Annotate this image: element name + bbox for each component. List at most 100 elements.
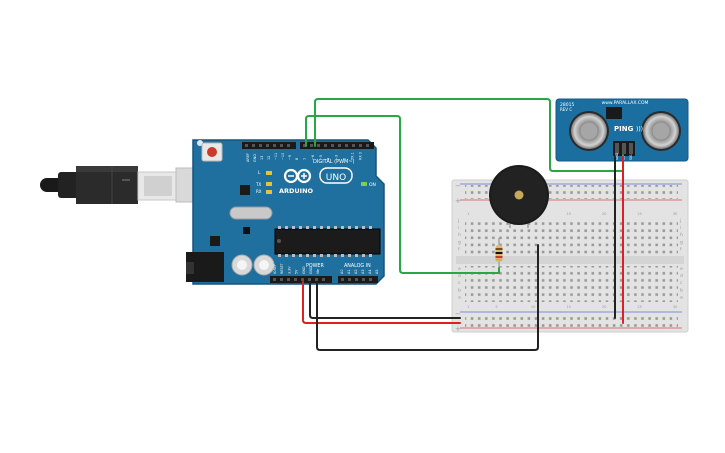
- breadboard-row-label: i: [680, 225, 681, 231]
- digital-pin-label: 7: [303, 158, 307, 160]
- sensor-pin-label: GND: [615, 152, 619, 160]
- power-pin-label: GND: [302, 266, 306, 274]
- led-rx-label: RX: [256, 189, 262, 194]
- power-pin-label: RESET: [280, 262, 284, 274]
- analog-pin-label: A3: [361, 270, 365, 274]
- digital-pin-label: ~5: [319, 155, 323, 160]
- svg-text:−: −: [455, 182, 461, 190]
- breadboard-row-label: b: [680, 287, 683, 293]
- breadboard-row-label: g: [680, 240, 683, 245]
- sensor-site-label: www.PARALLAX.COM: [602, 100, 649, 106]
- digital-pin-label: 4: [327, 158, 331, 160]
- digital-pins-label: DIGITAL (PWM~): [313, 159, 355, 165]
- breadboard-row-label: a: [458, 295, 461, 300]
- arduino-model-label: UNO: [326, 173, 346, 183]
- led-l-label: L: [258, 170, 261, 176]
- analog-pin-label: A1: [347, 270, 351, 274]
- wire-trig-signal: [314, 98, 624, 172]
- wires[interactable]: [302, 98, 624, 351]
- digital-pin-label: 13: [260, 156, 264, 160]
- breadboard-row-label: f: [680, 246, 682, 252]
- arduino-logo: [283, 168, 312, 184]
- sensor-rev-label: REV C: [560, 107, 572, 112]
- digital-pin-label: ~3: [335, 155, 339, 160]
- breadboard-row-label: b: [458, 287, 461, 293]
- breadboard-row-label: j: [679, 218, 681, 224]
- on-led-label: ON: [369, 182, 376, 188]
- wire-buzzer-gnd: [316, 244, 539, 351]
- breadboard-column-label: 1: [467, 212, 469, 216]
- sensor-name-label: PING: [614, 125, 634, 133]
- digital-pin-label: 2: [343, 158, 347, 160]
- wire-buzzer-signal: [305, 115, 500, 274]
- svg-text:+: +: [455, 325, 461, 333]
- breadboard-column-label: 25: [637, 305, 642, 309]
- svg-text:−: −: [455, 310, 461, 318]
- breadboard-row-label: h: [680, 232, 683, 238]
- sensor-model-label: 28015: [560, 102, 574, 108]
- power-pin-label: 3.3V: [287, 266, 291, 274]
- ping-wave-icon: ))): [636, 126, 643, 133]
- resistor[interactable]: [495, 238, 503, 270]
- analog-pin-label: A5: [375, 270, 379, 274]
- breadboard-column-label: 20: [602, 305, 607, 309]
- breadboard-column-label: 15: [566, 212, 571, 216]
- breadboard-column-label: 25: [637, 212, 642, 216]
- power-pins-label: POWER: [306, 263, 324, 269]
- breadboard-row-label: j: [457, 218, 459, 224]
- digital-pin-label: RX 0: [358, 152, 362, 160]
- breadboard-row-label: c: [680, 281, 683, 286]
- breadboard-row-label: c: [458, 281, 461, 286]
- breadboard-column-label: 30: [673, 212, 678, 216]
- breadboard-column-label: 30: [673, 305, 678, 309]
- power-pin-label: IOREF: [273, 264, 277, 274]
- digital-pin-label: TX 1: [350, 152, 354, 161]
- analog-pin-label: A4: [368, 270, 372, 274]
- digital-pin-label: 12: [267, 156, 271, 160]
- digital-pin-label: ~6: [311, 155, 315, 160]
- digital-pin-label: ~11: [274, 153, 278, 160]
- wire-gnd-rail: [309, 281, 461, 319]
- breadboard-row-label: e: [680, 267, 683, 272]
- power-pin-label: 5V: [295, 269, 299, 274]
- wire-5v-rail: [302, 281, 461, 324]
- breadboard-row-label: h: [458, 232, 461, 238]
- arduino-brand-label: ARDUINO: [279, 187, 314, 195]
- breadboard-row-label: d: [458, 273, 461, 279]
- analog-pins-label: ANALOG IN: [344, 263, 371, 269]
- breadboard-column-label: 1: [467, 305, 469, 309]
- led-tx-label: TX: [255, 182, 261, 187]
- breadboard-row-label: g: [458, 240, 461, 245]
- breadboard-column-label: 20: [602, 212, 607, 216]
- aref-pin-label: AREF: [246, 153, 250, 162]
- analog-pin-label: A2: [354, 270, 358, 274]
- analog-pin-label: A0: [340, 270, 344, 274]
- gnd-pin-label: GND: [253, 154, 257, 162]
- piezo-buzzer[interactable]: [489, 165, 549, 228]
- power-pin-label: GND: [309, 266, 313, 274]
- breadboard-row-label: d: [680, 273, 683, 279]
- digital-pin-label: ~10: [281, 153, 285, 160]
- digital-pin-label: ~9: [288, 155, 292, 160]
- arduino-board[interactable]: ARDUINO UNO ON DIGITAL (PWM~) POWER ANAL…: [186, 139, 385, 285]
- breadboard-row-label: e: [458, 267, 461, 272]
- digital-pin-label: 8: [295, 158, 299, 160]
- breadboard-row-label: i: [458, 225, 459, 231]
- breadboard-row-label: f: [458, 246, 460, 252]
- sensor-pin-label: SIG: [629, 154, 633, 160]
- breadboard-column-label: 10: [531, 305, 536, 309]
- breadboard-column-label: 15: [566, 305, 571, 309]
- breadboard-row-label: a: [680, 295, 683, 300]
- ultrasonic-sensor[interactable]: 28015 REV C www.PARALLAX.COM PING ))) GN…: [555, 98, 689, 162]
- svg-text:+: +: [455, 197, 461, 205]
- power-pin-label: Vin: [316, 269, 320, 274]
- breadboard-column-label: 5: [495, 305, 497, 309]
